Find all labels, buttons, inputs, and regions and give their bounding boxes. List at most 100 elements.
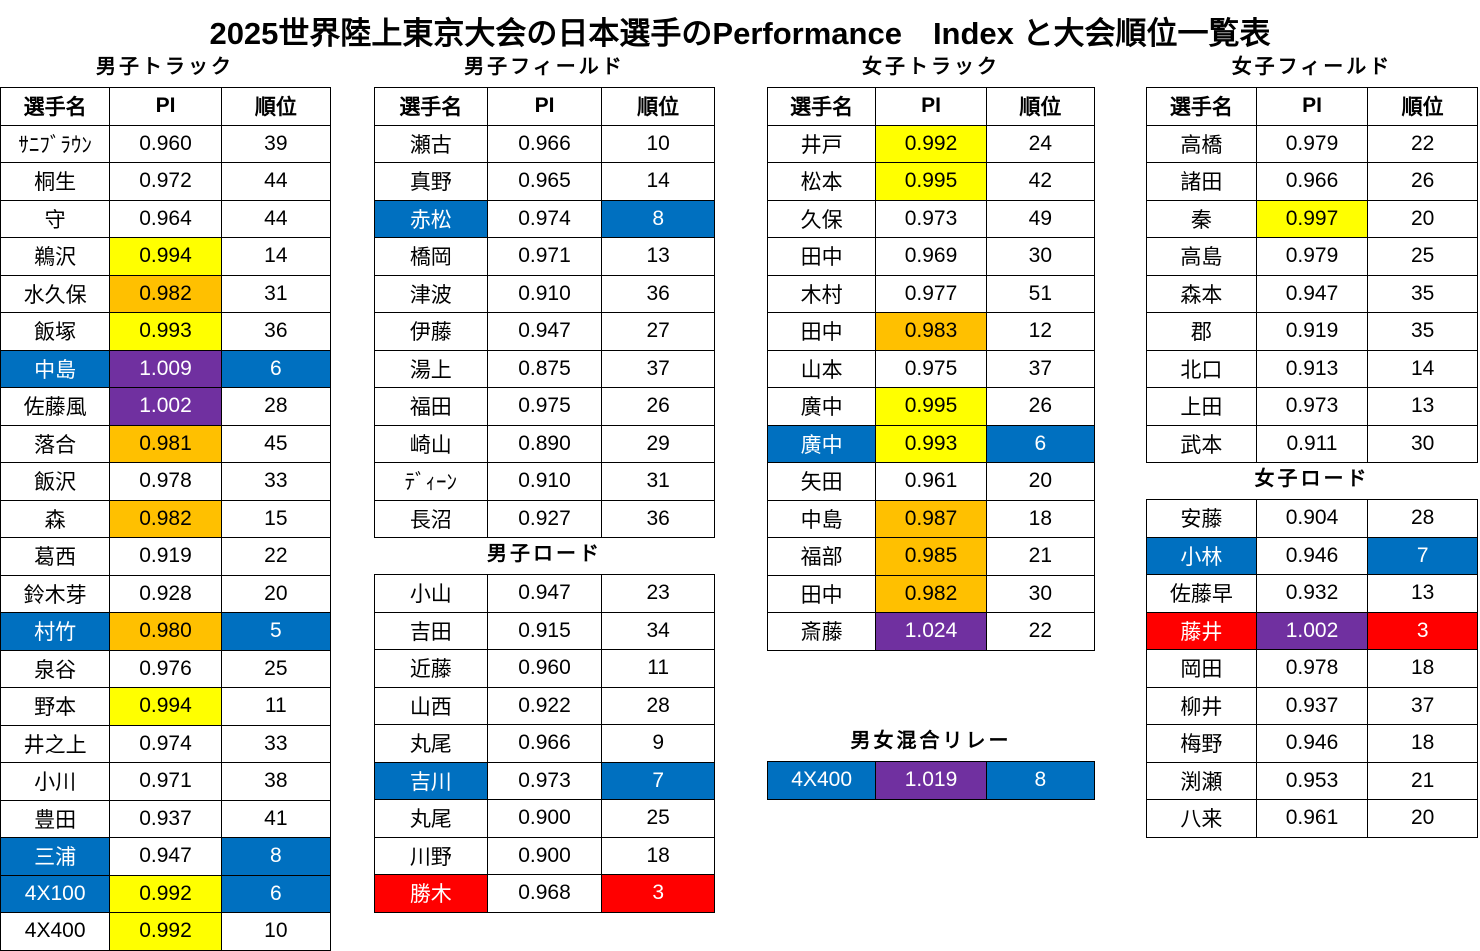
rank-cell: 6 xyxy=(220,874,332,913)
athlete-name-cell: 野本 xyxy=(0,687,111,726)
rank-cell: 44 xyxy=(220,162,332,201)
rank-cell: 20 xyxy=(985,462,1096,501)
pi-value-cell: 0.982 xyxy=(875,574,987,613)
athlete-name-cell: 梅野 xyxy=(1146,724,1257,763)
athlete-name-cell: 森 xyxy=(0,499,111,538)
athlete-name-cell: 山本 xyxy=(766,349,877,388)
rank-cell: 13 xyxy=(601,237,715,276)
pi-value-cell: 0.993 xyxy=(109,312,222,351)
athlete-name-cell: 廣中 xyxy=(766,387,877,426)
rank-cell: 9 xyxy=(601,724,715,763)
pi-value-cell: 0.966 xyxy=(486,124,603,163)
men-track-title: 男子トラック xyxy=(96,56,234,78)
pi-value-cell: 0.994 xyxy=(109,687,222,726)
rank-cell: 49 xyxy=(985,199,1096,238)
athlete-name-cell: 渕瀬 xyxy=(1146,761,1257,800)
athlete-name-cell: 飯塚 xyxy=(0,312,111,351)
pi-value-cell: 0.973 xyxy=(1255,387,1369,426)
pi-value-cell: 0.922 xyxy=(486,686,603,725)
header-name: 選手名 xyxy=(0,87,111,126)
athlete-name-cell: 瀬古 xyxy=(374,124,488,163)
rank-cell: 30 xyxy=(985,574,1096,613)
athlete-name-cell: 松本 xyxy=(766,162,877,201)
pi-value-cell: 0.965 xyxy=(486,162,603,201)
rank-cell: 7 xyxy=(601,761,715,800)
rank-cell: 42 xyxy=(985,162,1096,201)
pi-value-cell: 0.997 xyxy=(1255,199,1369,238)
pi-value-cell: 0.974 xyxy=(109,724,222,763)
athlete-name-cell: 泉谷 xyxy=(0,649,111,688)
rank-cell: 3 xyxy=(601,874,715,913)
rank-cell: 36 xyxy=(220,312,332,351)
athlete-name-cell: 郡 xyxy=(1146,312,1257,351)
pi-value-cell: 0.975 xyxy=(875,349,987,388)
pi-value-cell: 0.969 xyxy=(875,237,987,276)
men-field-title: 男子フィールド xyxy=(464,56,625,78)
rank-cell: 20 xyxy=(1367,199,1478,238)
rank-cell: 11 xyxy=(220,687,332,726)
rank-cell: 6 xyxy=(985,424,1096,463)
rank-cell: 31 xyxy=(601,462,715,501)
athlete-name-cell: 中島 xyxy=(766,499,877,538)
athlete-name-cell: 諸田 xyxy=(1146,162,1257,201)
pi-value-cell: 0.968 xyxy=(486,874,603,913)
athlete-name-cell: 藤井 xyxy=(1146,611,1257,650)
pi-value-cell: 0.937 xyxy=(1255,686,1369,725)
women-field-title: 女子フィールド xyxy=(1231,56,1393,78)
rank-cell: 11 xyxy=(601,649,715,688)
pi-value-cell: 0.910 xyxy=(486,274,603,313)
pi-value-cell: 0.953 xyxy=(1255,761,1369,800)
pi-value-cell: 0.993 xyxy=(875,424,987,463)
rank-cell: 18 xyxy=(985,499,1096,538)
header-pi: PI xyxy=(875,87,987,126)
pi-value-cell: 0.947 xyxy=(1255,274,1369,313)
pi-value-cell: 0.927 xyxy=(486,499,603,538)
athlete-name-cell: 岡田 xyxy=(1146,649,1257,688)
pi-value-cell: 0.992 xyxy=(109,912,222,951)
rank-cell: 18 xyxy=(601,836,715,875)
pi-value-cell: 0.900 xyxy=(486,836,603,875)
pi-value-cell: 0.977 xyxy=(875,274,987,313)
rank-cell: 21 xyxy=(1367,761,1478,800)
pi-value-cell: 0.947 xyxy=(486,312,603,351)
rank-cell: 39 xyxy=(220,124,332,163)
pi-value-cell: 0.966 xyxy=(1255,162,1369,201)
rank-cell: 25 xyxy=(220,649,332,688)
athlete-name-cell: 落合 xyxy=(0,424,111,463)
athlete-name-cell: 崎山 xyxy=(374,424,488,463)
pi-value-cell: 0.904 xyxy=(1255,499,1369,538)
rank-cell: 51 xyxy=(985,274,1096,313)
athlete-name-cell: 福田 xyxy=(374,387,488,426)
rank-cell: 18 xyxy=(1367,649,1478,688)
athlete-name-cell: 丸尾 xyxy=(374,724,488,763)
rank-cell: 37 xyxy=(601,349,715,388)
